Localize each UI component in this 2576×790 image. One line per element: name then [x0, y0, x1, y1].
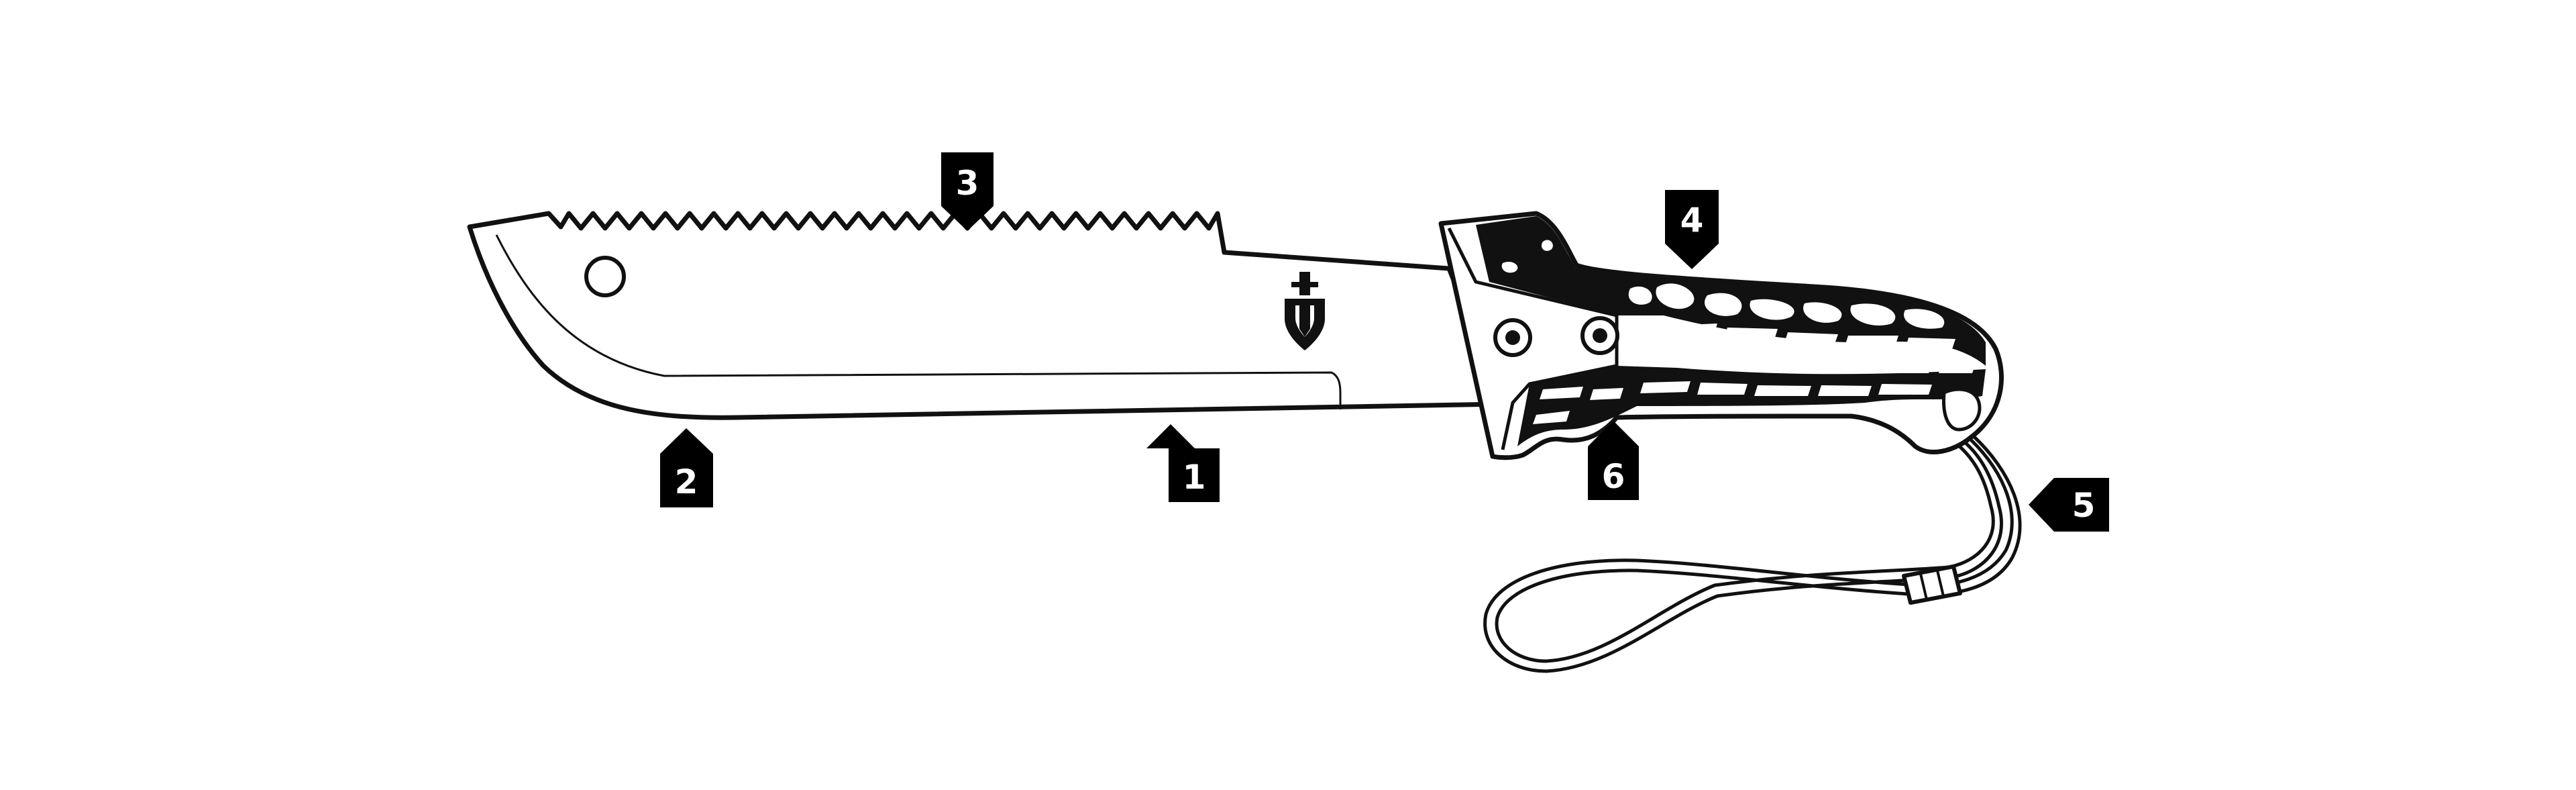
handle-rivet [1495, 320, 1530, 355]
blade [470, 213, 1503, 417]
callout-5-label: 5 [2072, 486, 2096, 525]
callout-4: 4 [1665, 190, 1719, 269]
lanyard-cord [1485, 435, 2020, 671]
callout-4-label: 4 [1680, 201, 1704, 240]
blade-outline [470, 213, 1503, 417]
handle [1441, 213, 2001, 458]
callout-3-label: 3 [956, 164, 979, 203]
callout-2: 2 [660, 428, 713, 507]
lanyard-cord-lock [1904, 566, 1960, 603]
callout-1: 1 [1146, 424, 1220, 502]
callout-2-label: 2 [675, 462, 698, 501]
callout-6-label: 6 [1602, 457, 1625, 496]
lanyard-slot [1943, 389, 1980, 430]
callout-1-label: 1 [1183, 458, 1206, 497]
callout-5: 5 [2029, 478, 2109, 532]
handle-rivet [1582, 318, 1617, 353]
blade-hole [586, 258, 624, 295]
